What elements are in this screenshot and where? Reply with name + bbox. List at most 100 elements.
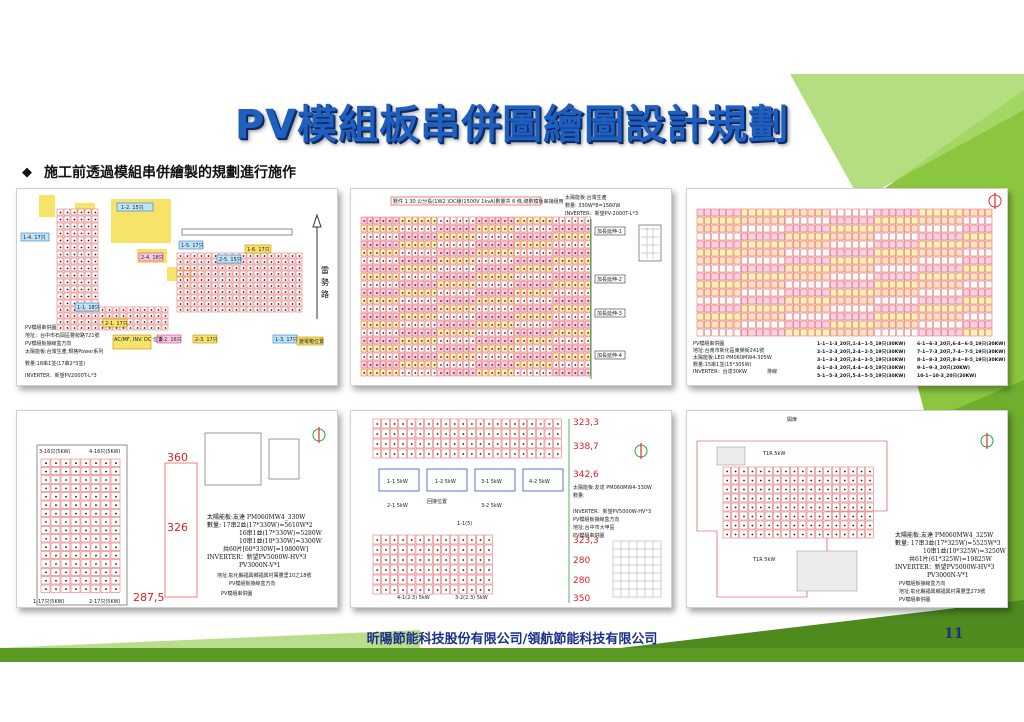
module-junction [471,569,473,571]
pv-module [918,304,926,313]
label-2-1: 2-1. 17只 [105,321,128,327]
p1-note-4: 數量:18串1並(17串2*3並) [25,360,85,367]
p4-label-1: 4-16只(5KW) [89,449,121,455]
pv-module [755,280,763,289]
module-junction [751,533,754,536]
pv-module [911,224,919,233]
module-junction [228,303,231,305]
pv-module [741,256,749,265]
module-junction [452,260,455,262]
pv-module [696,272,704,281]
module-junction [420,300,423,302]
module-junction [115,546,117,549]
pv-module [726,264,734,273]
module-junction [471,453,473,455]
module-junction [419,539,422,541]
p6-label-1: T1R 5kW [762,451,785,457]
module-junction [242,285,245,287]
module-junction [73,321,76,323]
module-junction [488,423,490,425]
module-junction [376,228,378,230]
module-junction [408,276,410,278]
module-junction [472,332,474,334]
module-junction [433,324,436,326]
module-junction [256,279,259,281]
pv-module [748,320,756,329]
module-junction [420,244,423,246]
module-junction [80,288,83,291]
module-junction [484,340,487,342]
module-junction [414,316,417,318]
module-junction [484,260,487,262]
module-junction [835,515,838,518]
module-junction [94,239,97,242]
module-junction [471,433,473,435]
pv-module [881,208,889,217]
pv-module [829,288,837,297]
pv-module [785,304,793,313]
pv-module [815,296,822,305]
pv-module [963,280,970,289]
module-junction [491,324,494,326]
module-junction [478,372,481,374]
module-junction [256,309,259,311]
module-junction [504,364,506,366]
module-junction [85,529,87,532]
pv-module [844,304,852,313]
module-junction [85,462,87,465]
pv-module [755,216,763,225]
module-junction [410,559,413,561]
pv-module [903,280,911,289]
pv-module [881,304,889,313]
module-junction [440,364,442,366]
pv-module [815,312,822,321]
module-junction [536,220,538,222]
module-junction [277,261,280,263]
module-junction [810,497,813,500]
module-junction [193,255,196,257]
pv-module [711,272,719,281]
module-junction [542,332,545,334]
module-junction [843,515,846,518]
module-junction [408,300,410,302]
module-junction [157,309,160,311]
module-junction [793,533,796,536]
p1-note-0: PV模組串併圖 [25,324,56,331]
pv-module [978,328,985,337]
module-junction [574,220,577,222]
pv-module [785,272,793,281]
module-junction [376,423,379,425]
module-junction [436,453,439,455]
module-junction [369,364,372,366]
pv-module [733,248,741,257]
module-junction [363,316,366,318]
pv-module [792,272,800,281]
module-junction [548,332,551,334]
module-junction [852,524,855,527]
pv-module [852,288,859,297]
pv-module [837,328,845,337]
pv-module [940,216,948,225]
module-junction [369,228,372,230]
module-junction [408,284,410,286]
module-junction [446,228,449,230]
module-junction [555,372,558,374]
module-junction [484,236,487,238]
pv-module [881,248,889,257]
module-junction [277,297,280,299]
pv-module [726,320,734,329]
module-junction [65,529,67,532]
pv-module [792,328,800,337]
pv-module [903,328,911,337]
module-junction [504,316,506,318]
pv-module [948,224,956,233]
module-junction [59,218,62,221]
module-junction [59,288,62,291]
pv-module [755,304,763,313]
module-junction [55,563,57,565]
module-junction [497,276,500,278]
pv-module [792,288,800,297]
module-junction [200,279,203,281]
module-junction [496,443,499,445]
module-junction [393,589,396,591]
